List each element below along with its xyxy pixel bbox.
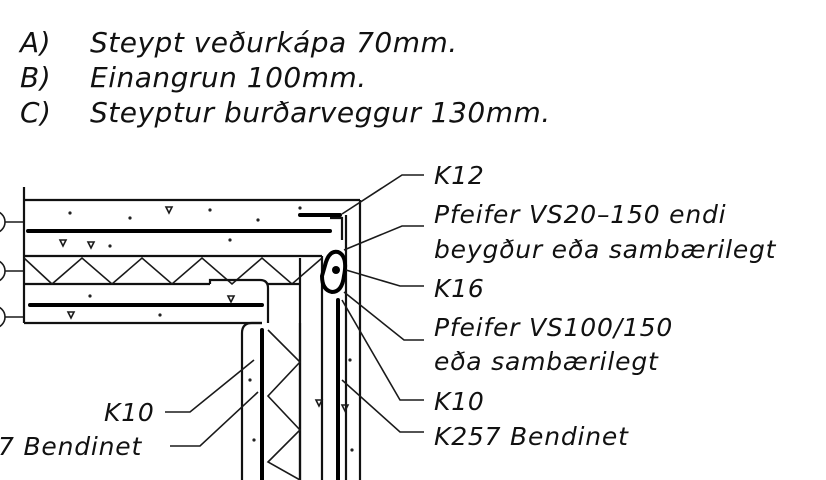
leader-k12 — [341, 174, 424, 215]
callout-pfeifer-vs20-line1: Pfeifer VS20–150 endi — [434, 200, 726, 229]
layer-marker-a — [0, 211, 6, 233]
aggregate-marks — [58, 206, 354, 452]
horizontal-wall — [22, 187, 360, 325]
leader-k10-right — [341, 299, 424, 401]
callout-pfeifer-vs100-line2: eða sambærilegt — [434, 347, 659, 376]
callout-labels: K12 Pfeifer VS20–150 endi beygður eða sa… — [0, 161, 777, 461]
legend-key-a: A) — [18, 26, 51, 59]
legend-key-c: C) — [20, 96, 51, 129]
layer-markers — [0, 211, 24, 328]
leader-pfeifer-vs100 — [343, 291, 424, 341]
corner-anchor — [298, 213, 348, 295]
callout-k16: K16 — [434, 274, 485, 303]
leader-pfeifer-vs20 — [343, 225, 424, 251]
insulation-horizontal — [23, 256, 323, 286]
structure-step — [208, 258, 302, 480]
callout-k12: K12 — [434, 161, 485, 190]
callout-k10-left: K10 — [104, 398, 155, 427]
layer-marker-c — [0, 306, 6, 328]
leader-lines — [165, 174, 424, 447]
legend-text-a: Steypt veðurkápa 70mm. — [90, 26, 458, 59]
legend-text-b: Einangrun 100mm. — [90, 61, 367, 94]
vertical-wall — [260, 200, 362, 480]
callout-pfeifer-vs100-line1: Pfeifer VS100/150 — [434, 313, 673, 342]
material-legend: A) Steypt veðurkápa 70mm. B) Einangrun 1… — [18, 26, 551, 129]
layer-marker-b — [0, 260, 6, 282]
callout-k10-right: K10 — [434, 387, 485, 416]
legend-text-c: Steyptur burðarveggur 130mm. — [90, 96, 551, 129]
leader-k257-left — [170, 391, 259, 447]
callout-pfeifer-vs20-line2: beygður eða sambærilegt — [434, 235, 777, 264]
leader-k16 — [345, 269, 424, 287]
callout-k257-right: K257 Bendinet — [434, 422, 629, 451]
leader-k257-right — [341, 379, 424, 433]
callout-k257-left: 7 Bendinet — [0, 432, 142, 461]
leader-k10-left — [165, 359, 255, 413]
legend-key-b: B) — [20, 61, 51, 94]
